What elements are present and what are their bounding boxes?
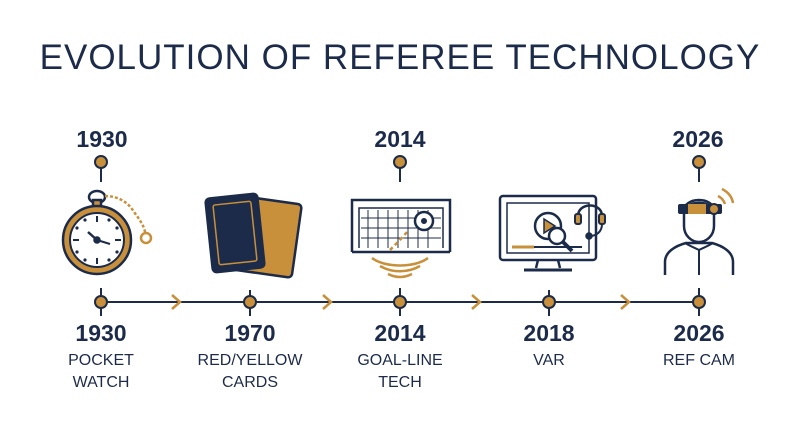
arrow-3 bbox=[471, 294, 482, 310]
arrow-4 bbox=[620, 294, 631, 310]
milestone-label-cards: RED/YELLOW CARDS bbox=[175, 350, 325, 394]
arrow-1 bbox=[171, 294, 182, 310]
label-line-2: WATCH bbox=[72, 374, 130, 391]
node-2018 bbox=[542, 295, 556, 309]
top-year-2014: 2014 bbox=[374, 126, 426, 152]
milestone-year-1930: 1930 bbox=[75, 320, 127, 346]
milestone-year-1970: 1970 bbox=[224, 320, 276, 346]
top-connector-2026 bbox=[692, 155, 706, 182]
referee-cards-icon bbox=[204, 192, 303, 279]
top-connector-2014 bbox=[393, 155, 407, 182]
top-year-1930: 1930 bbox=[76, 126, 128, 152]
milestone-year-2014: 2014 bbox=[374, 320, 426, 346]
label-line-1: VAR bbox=[533, 352, 565, 369]
node-2014 bbox=[393, 295, 407, 309]
milestone-label-var: VAR bbox=[474, 350, 624, 372]
label-line-1: RED/YELLOW bbox=[197, 352, 303, 369]
label-line-1: GOAL-LINE bbox=[357, 352, 443, 369]
label-line-1: POCKET bbox=[68, 352, 134, 369]
top-connector-1930 bbox=[94, 155, 108, 182]
timeline-arrows bbox=[171, 294, 631, 310]
label-line-2: CARDS bbox=[221, 374, 278, 391]
node-1970 bbox=[243, 295, 257, 309]
page-title: EVOLUTION OF REFEREE TECHNOLOGY bbox=[39, 38, 761, 77]
goal-line-tech-icon bbox=[350, 198, 452, 279]
node-2026 bbox=[692, 295, 706, 309]
arrow-2 bbox=[322, 294, 333, 310]
milestone-label-ref-cam: REF CAM bbox=[624, 350, 774, 372]
milestone-label-pocket-watch: POCKET WATCH bbox=[26, 350, 176, 394]
milestone-label-goal-line: GOAL-LINE TECH bbox=[325, 350, 475, 394]
ref-cam-icon bbox=[663, 187, 735, 275]
pocket-watch-icon bbox=[61, 189, 153, 276]
var-monitor-icon bbox=[498, 194, 606, 272]
label-line-1: REF CAM bbox=[663, 352, 735, 369]
milestone-year-2018: 2018 bbox=[523, 320, 575, 346]
top-year-2026: 2026 bbox=[672, 126, 724, 152]
milestone-year-2026: 2026 bbox=[673, 320, 725, 346]
label-line-2: TECH bbox=[378, 374, 422, 391]
node-1930 bbox=[94, 295, 108, 309]
timeline-nodes bbox=[94, 288, 706, 316]
